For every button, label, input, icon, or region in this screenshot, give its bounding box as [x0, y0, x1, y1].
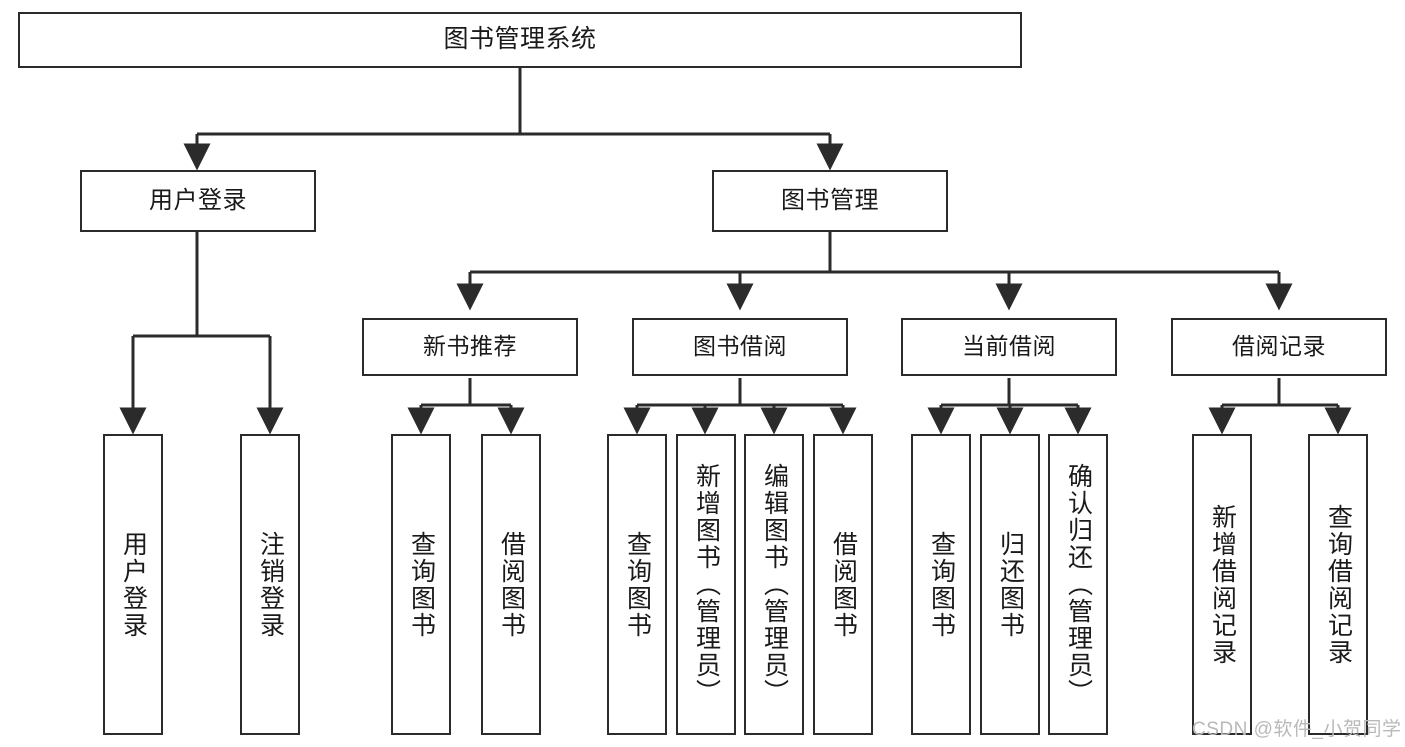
- leaf-add-book-label: 新增图书（管理员）: [692, 463, 721, 706]
- leaf-logout-login[interactable]: 注销登录: [240, 434, 300, 735]
- leaf-edit-book-label: 编辑图书（管理员）: [760, 463, 789, 706]
- node-book-manage-label: 图书管理: [781, 186, 879, 214]
- leaf-query-book-2[interactable]: 查询图书: [607, 434, 667, 735]
- leaf-edit-book[interactable]: 编辑图书（管理员）: [744, 434, 804, 735]
- leaf-query-record-label: 查询借阅记录: [1324, 503, 1353, 666]
- leaf-query-book-1[interactable]: 查询图书: [391, 434, 451, 735]
- leaf-query-book-3[interactable]: 查询图书: [911, 434, 971, 735]
- leaf-user-login-label: 用户登录: [119, 530, 148, 639]
- leaf-add-record[interactable]: 新增借阅记录: [1192, 434, 1252, 735]
- leaf-user-login[interactable]: 用户登录: [103, 434, 163, 735]
- leaf-add-book[interactable]: 新增图书（管理员）: [676, 434, 736, 735]
- node-new-book-recommend[interactable]: 新书推荐: [362, 318, 578, 376]
- leaf-query-book-1-label: 查询图书: [407, 530, 436, 639]
- node-current-borrow-label: 当前借阅: [962, 333, 1056, 360]
- node-root-label: 图书管理系统: [443, 25, 597, 54]
- node-user-login[interactable]: 用户登录: [80, 170, 316, 232]
- leaf-logout-login-label: 注销登录: [256, 530, 285, 639]
- node-book-borrow[interactable]: 图书借阅: [632, 318, 848, 376]
- node-book-borrow-label: 图书借阅: [693, 333, 787, 360]
- leaf-borrow-book-2-label: 借阅图书: [829, 530, 858, 639]
- node-book-manage[interactable]: 图书管理: [712, 170, 948, 232]
- node-root[interactable]: 图书管理系统: [18, 12, 1022, 68]
- node-user-login-label: 用户登录: [149, 186, 247, 214]
- leaf-borrow-book-1-label: 借阅图书: [497, 530, 526, 639]
- leaf-confirm-return-label: 确认归还（管理员）: [1064, 463, 1093, 706]
- leaf-borrow-book-1[interactable]: 借阅图书: [481, 434, 541, 735]
- node-borrow-record-label: 借阅记录: [1232, 333, 1326, 360]
- node-borrow-record[interactable]: 借阅记录: [1171, 318, 1387, 376]
- leaf-query-record[interactable]: 查询借阅记录: [1308, 434, 1368, 735]
- leaf-query-book-2-label: 查询图书: [623, 530, 652, 639]
- leaf-return-book[interactable]: 归还图书: [980, 434, 1040, 735]
- leaf-query-book-3-label: 查询图书: [927, 530, 956, 639]
- leaf-confirm-return[interactable]: 确认归还（管理员）: [1048, 434, 1108, 735]
- leaf-add-record-label: 新增借阅记录: [1208, 503, 1237, 666]
- node-current-borrow[interactable]: 当前借阅: [901, 318, 1117, 376]
- node-new-book-recommend-label: 新书推荐: [423, 333, 517, 360]
- leaf-borrow-book-2[interactable]: 借阅图书: [813, 434, 873, 735]
- leaf-return-book-label: 归还图书: [996, 530, 1025, 639]
